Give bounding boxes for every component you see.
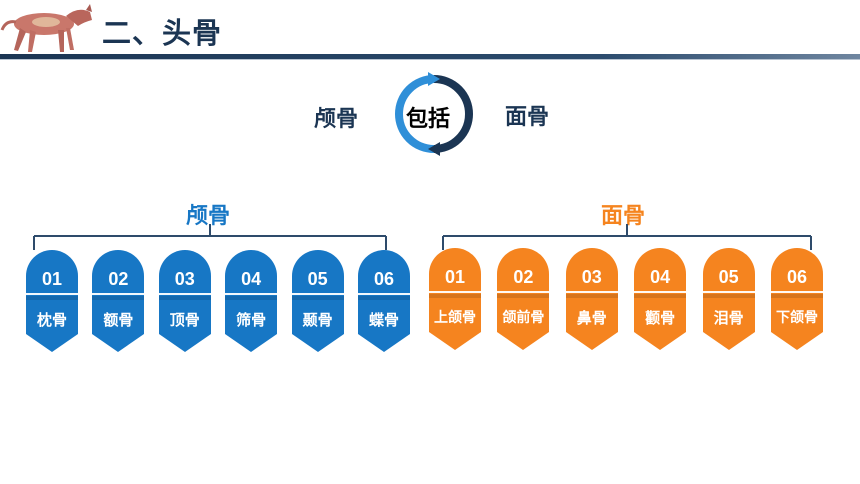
overview-center-label: 包括 xyxy=(406,107,451,132)
card-number: 04 xyxy=(241,269,262,289)
card-number: 05 xyxy=(718,267,739,287)
card-label: 上颌骨 xyxy=(434,310,476,326)
card-label: 泪骨 xyxy=(713,309,744,327)
card-number: 01 xyxy=(41,269,63,289)
cranial-card-03: 03 顶骨 xyxy=(158,250,211,354)
facial-card-03: 03 鼻骨 xyxy=(565,248,618,352)
card-number: 02 xyxy=(513,267,534,287)
cranial-group-title: 颅骨 xyxy=(186,204,231,229)
card-label: 颌前骨 xyxy=(502,310,545,326)
card-number: 02 xyxy=(108,269,129,289)
dog-anatomy-icon xyxy=(0,4,92,52)
card-number: 01 xyxy=(444,267,466,287)
card-number: 05 xyxy=(307,269,328,289)
cranial-card-05: 05 颞骨 xyxy=(291,250,344,354)
header: 二、头骨 xyxy=(0,0,860,62)
card-number: 03 xyxy=(581,267,602,287)
card-label: 额骨 xyxy=(103,311,134,329)
header-divider xyxy=(0,54,860,59)
facial-card-02: 02 颌前骨 xyxy=(497,248,550,352)
header-divider-thin xyxy=(0,59,860,60)
card-number: 06 xyxy=(786,267,808,287)
card-number: 04 xyxy=(650,267,671,287)
overview-left-label: 颅骨 xyxy=(314,107,359,132)
card-number: 06 xyxy=(373,269,395,289)
cranial-card-02: 02 额骨 xyxy=(92,250,145,354)
group-brackets xyxy=(33,224,812,250)
card-label: 下颌骨 xyxy=(776,310,818,326)
card-label: 颞骨 xyxy=(302,311,333,329)
facial-card-01: 01 上颌骨 xyxy=(429,248,481,352)
card-label: 枕骨 xyxy=(36,311,67,329)
cranial-card-04: 04 筛骨 xyxy=(225,250,278,354)
cycle-icon xyxy=(395,72,473,156)
page-title: 二、头骨 xyxy=(102,16,223,50)
card-label: 颧骨 xyxy=(645,309,676,327)
overview-right-label: 面骨 xyxy=(505,105,550,130)
facial-card-04: 04 颧骨 xyxy=(634,248,687,352)
facial-group-title: 面骨 xyxy=(601,204,646,229)
cranial-card-06: 06 蝶骨 xyxy=(358,250,410,354)
card-label: 蝶骨 xyxy=(368,311,399,329)
facial-card-05: 05 泪骨 xyxy=(702,248,755,352)
card-number: 03 xyxy=(174,269,195,289)
facial-card-06: 06 下颌骨 xyxy=(771,248,823,352)
card-label: 鼻骨 xyxy=(576,309,607,327)
cranial-card-01: 01 枕骨 xyxy=(26,250,78,354)
card-label: 顶骨 xyxy=(169,311,200,329)
card-label: 筛骨 xyxy=(236,311,267,329)
